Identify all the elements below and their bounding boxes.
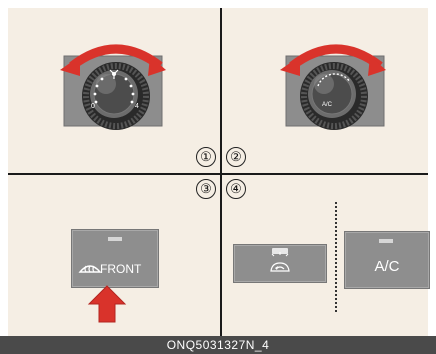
knob-scale-high: 4 xyxy=(135,103,139,110)
ac-button[interactable]: A/C xyxy=(344,231,430,289)
dotted-separator xyxy=(335,202,337,312)
horizontal-divider xyxy=(8,173,428,175)
marker-1: ① xyxy=(196,147,216,167)
front-defrost-button[interactable]: FRONT xyxy=(71,229,159,288)
figure-caption: ONQ5031327N_4 xyxy=(0,336,436,354)
air-recirculation-button[interactable] xyxy=(233,244,327,283)
marker-4: ④ xyxy=(226,179,246,199)
knob-scale-low: 0 xyxy=(91,103,95,110)
fan-speed-knob[interactable]: 0 4 xyxy=(58,34,168,144)
recirculation-icon xyxy=(268,247,292,279)
vertical-divider xyxy=(220,8,222,336)
ac-mode-knob[interactable]: A/C xyxy=(280,34,390,144)
front-defrost-label: FRONT xyxy=(100,262,141,276)
indicator-light xyxy=(108,237,122,241)
marker-2: ② xyxy=(226,147,246,167)
defrost-icon xyxy=(78,258,102,276)
ac-button-label: A/C xyxy=(345,258,429,275)
indicator-light xyxy=(379,239,393,243)
press-arrow-icon xyxy=(86,284,128,324)
knob-ac-label: A/C xyxy=(322,102,333,108)
marker-3: ③ xyxy=(196,179,216,199)
